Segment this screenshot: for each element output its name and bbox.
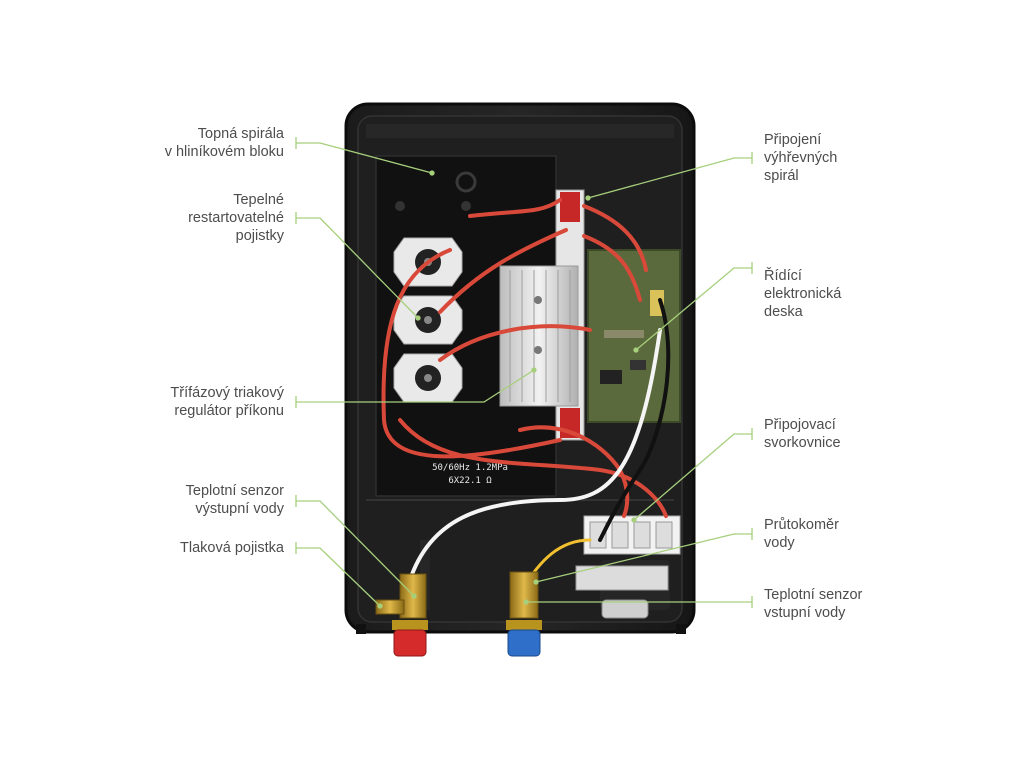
callout-heating-coil: Topná spirála v hliníkovém bloku (164, 126, 284, 160)
wiring (381, 198, 671, 592)
callout-triac-regulator: Třífázový triakový regulátor příkonu (170, 385, 284, 419)
leader-lines (295, 137, 753, 609)
callout-flow-meter: Průtokoměr vody (764, 517, 839, 551)
inlet-fitting (506, 571, 542, 657)
callout-terminal-block: Připojovací svorkovnice (764, 417, 841, 451)
heater-spec-line2: 6X22.1 Ω (448, 476, 492, 486)
callout-control-board: Řídící elektronická deska (764, 268, 842, 320)
mains-terminal-block (575, 515, 681, 591)
callout-pressure-fuse: Tlaková pojistka (180, 540, 284, 556)
outlet-fitting (375, 573, 428, 657)
callout-inlet-sensor: Teplotní senzor vstupní vody (764, 587, 863, 621)
callout-thermal-fuses: Tepelné restartovatelné pojistky (188, 192, 284, 244)
triac-heatsink (499, 265, 579, 407)
cable-gland (601, 599, 649, 619)
heater-spec-line1: 50/60Hz 1.2MPa (432, 463, 508, 473)
callout-outlet-sensor: Teplotní senzor výstupní vody (185, 483, 284, 517)
callout-coil-connection: Připojení výhřevných spirál (764, 132, 838, 184)
